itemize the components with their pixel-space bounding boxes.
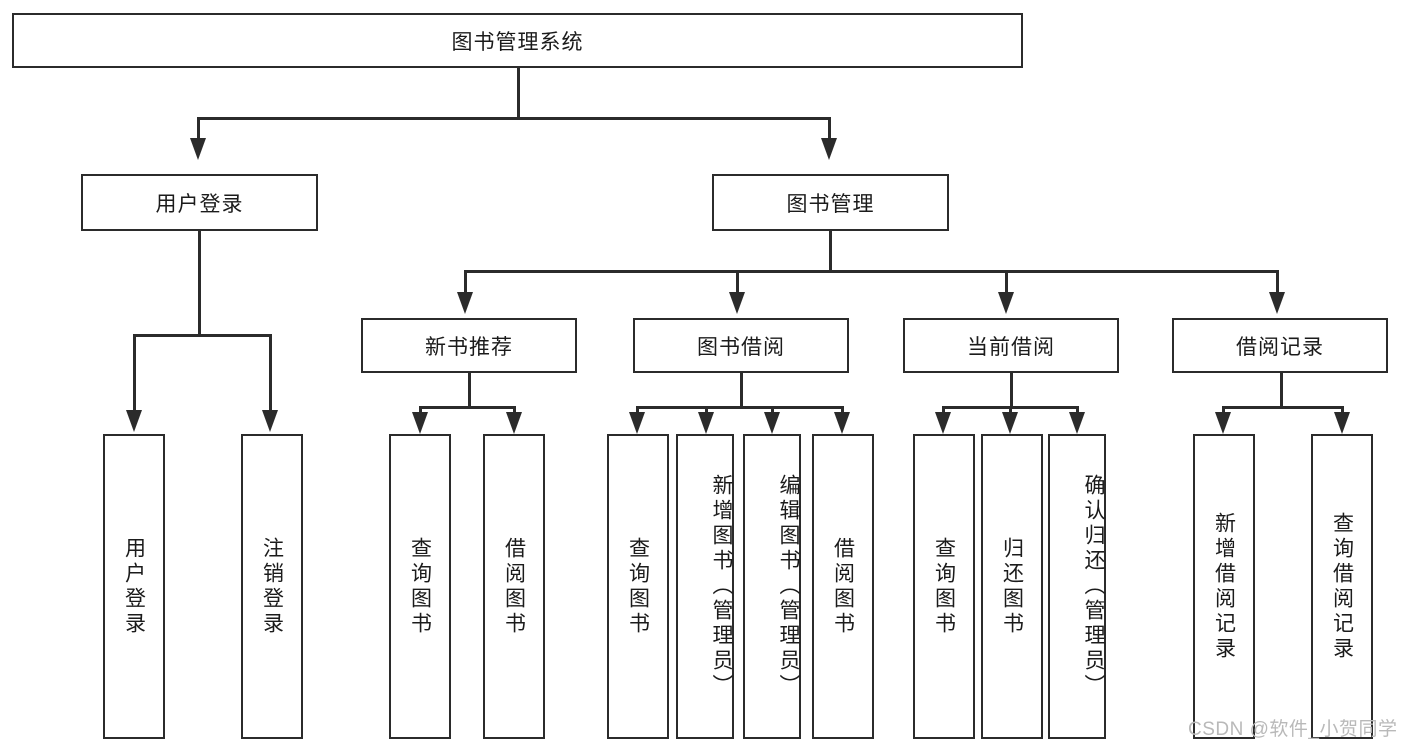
leaf-cb-query-book[interactable]: 查询图书 — [913, 434, 975, 739]
node-user-login[interactable]: 用户登录 — [81, 174, 318, 231]
edge-level2-drop-4 — [1276, 270, 1279, 295]
node-label: 归还图书 — [1000, 536, 1024, 637]
edge-nbr-bar — [419, 406, 516, 409]
edge-nbr-stem — [468, 373, 471, 409]
leaf-bb-borrow-book[interactable]: 借阅图书 — [812, 434, 874, 739]
arrow-to-leaf-user-login — [126, 410, 142, 432]
edge-user-login-stem — [198, 231, 201, 337]
node-label: 注销登录 — [260, 536, 284, 637]
node-label: 图书管理 — [786, 192, 875, 216]
arrow-cb-leaf-1 — [935, 412, 951, 434]
arrow-cb-leaf-2 — [1002, 412, 1018, 434]
edge-root-stem — [517, 68, 520, 119]
node-label: 用户登录 — [155, 192, 244, 216]
edge-cb-stem — [1010, 373, 1013, 409]
arrow-to-borrow-record — [1269, 292, 1285, 314]
node-book-manage[interactable]: 图书管理 — [712, 174, 949, 231]
leaf-nbr-query-book[interactable]: 查询图书 — [389, 434, 451, 739]
node-root-system[interactable]: 图书管理系统 — [12, 13, 1023, 68]
edge-user-login-bar — [133, 334, 272, 337]
node-label: 借阅图书 — [502, 536, 526, 637]
arrow-bb-leaf-3 — [764, 412, 780, 434]
edge-br-stem — [1280, 373, 1283, 409]
edge-level2-bar — [464, 270, 1279, 273]
arrow-nbr-leaf-2 — [506, 412, 522, 434]
arrow-to-current-borrow — [998, 292, 1014, 314]
node-label: 查询图书 — [626, 536, 650, 637]
node-label: 当前借阅 — [967, 335, 1055, 359]
node-book-borrow[interactable]: 图书借阅 — [633, 318, 849, 373]
arrow-nbr-leaf-1 — [412, 412, 428, 434]
arrow-to-leaf-logout — [262, 410, 278, 432]
edge-level2-drop-1 — [464, 270, 467, 295]
node-label: 查询图书 — [408, 536, 432, 637]
arrow-bb-leaf-2 — [698, 412, 714, 434]
leaf-bb-query-book[interactable]: 查询图书 — [607, 434, 669, 739]
node-label: 图书借阅 — [697, 335, 785, 359]
node-label: 新增图书（管理员） — [710, 474, 733, 699]
node-label: 新增借阅记录 — [1212, 511, 1236, 662]
arrow-to-book-manage — [821, 138, 837, 160]
edge-bb-bar — [636, 406, 844, 409]
leaf-logout[interactable]: 注销登录 — [241, 434, 303, 739]
edge-level2-drop-3 — [1005, 270, 1008, 295]
leaf-cb-confirm-return-admin[interactable]: 确认归还（管理员） — [1048, 434, 1106, 739]
edge-user-login-drop-2 — [269, 334, 272, 412]
node-label: 借阅记录 — [1236, 335, 1324, 359]
leaf-nbr-borrow-book[interactable]: 借阅图书 — [483, 434, 545, 739]
node-label: 借阅图书 — [831, 536, 855, 637]
leaf-cb-return-book[interactable]: 归还图书 — [981, 434, 1043, 739]
node-current-borrow[interactable]: 当前借阅 — [903, 318, 1119, 373]
edge-level2-drop-2 — [736, 270, 739, 295]
node-label: 确认归还（管理员） — [1082, 474, 1105, 699]
edge-level1-bar — [197, 117, 831, 120]
edge-bb-stem — [740, 373, 743, 409]
node-label: 查询图书 — [932, 536, 956, 637]
arrow-cb-leaf-3 — [1069, 412, 1085, 434]
arrow-br-leaf-1 — [1215, 412, 1231, 434]
watermark-text: CSDN @软件_小贺同学 — [1188, 719, 1398, 740]
leaf-user-login[interactable]: 用户登录 — [103, 434, 165, 739]
arrow-bb-leaf-1 — [629, 412, 645, 434]
arrow-to-user-login — [190, 138, 206, 160]
node-label: 用户登录 — [122, 536, 146, 637]
arrow-to-book-borrow — [729, 292, 745, 314]
arrow-br-leaf-2 — [1334, 412, 1350, 434]
leaf-bb-edit-book-admin[interactable]: 编辑图书（管理员） — [743, 434, 801, 739]
node-label: 查询借阅记录 — [1330, 511, 1354, 662]
node-label: 图书管理系统 — [451, 30, 584, 54]
node-borrow-record[interactable]: 借阅记录 — [1172, 318, 1388, 373]
arrow-to-new-book-recommend — [457, 292, 473, 314]
node-new-book-recommend[interactable]: 新书推荐 — [361, 318, 577, 373]
edge-level1-drop-left — [197, 117, 200, 142]
edge-user-login-drop-1 — [133, 334, 136, 412]
leaf-br-query-record[interactable]: 查询借阅记录 — [1311, 434, 1373, 739]
edge-br-bar — [1222, 406, 1344, 409]
arrow-bb-leaf-4 — [834, 412, 850, 434]
node-label: 新书推荐 — [425, 335, 513, 359]
leaf-br-add-record[interactable]: 新增借阅记录 — [1193, 434, 1255, 739]
leaf-bb-add-book-admin[interactable]: 新增图书（管理员） — [676, 434, 734, 739]
edge-level1-drop-right — [828, 117, 831, 142]
edge-book-manage-stem — [829, 231, 832, 273]
node-label: 编辑图书（管理员） — [777, 474, 800, 699]
